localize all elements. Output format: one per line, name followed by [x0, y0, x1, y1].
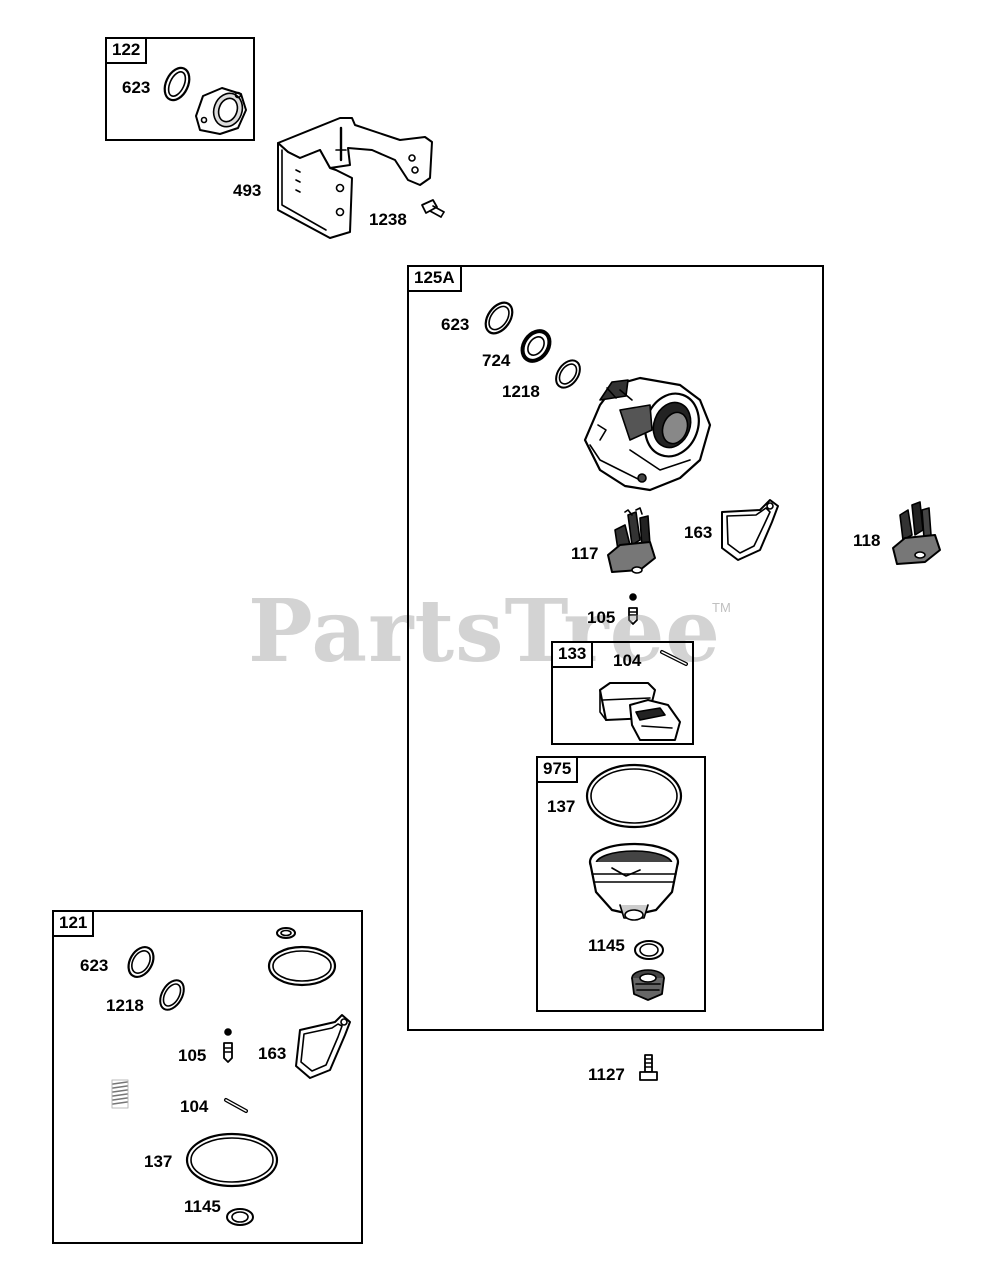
- needle-105-box125a-drawing: [628, 593, 638, 625]
- callout-493[interactable]: 493: [233, 181, 262, 200]
- fuel-valve-117-drawing: [607, 507, 656, 574]
- callout-1218-box125a[interactable]: 1218: [502, 382, 540, 401]
- oring-1218-box121-drawing: [159, 979, 185, 1011]
- callout-118[interactable]: 118: [853, 531, 881, 550]
- group-box-122: 122: [105, 37, 255, 141]
- needle-105-box121-drawing: [223, 1028, 233, 1063]
- group-box-125a: 125A: [407, 265, 824, 1031]
- float-bowl-drawing: [588, 842, 680, 921]
- seal-724-drawing: [520, 329, 552, 363]
- float-133-drawing: [599, 682, 681, 741]
- callout-105-box121[interactable]: 105: [178, 1046, 207, 1065]
- oring-623-top-drawing: [163, 66, 191, 102]
- group-box-975: 975: [536, 756, 706, 1012]
- callout-1127[interactable]: 1127: [588, 1065, 625, 1084]
- callout-1218-box121[interactable]: 1218: [106, 996, 144, 1015]
- callout-104-box121[interactable]: 104: [180, 1097, 209, 1116]
- callout-163-box125a[interactable]: 163: [684, 523, 713, 542]
- oring-623-box125a-drawing: [484, 301, 514, 335]
- group-box-121-tag: 121: [54, 912, 95, 937]
- pin-104-box121-drawing: [224, 1098, 248, 1113]
- callout-623-box121[interactable]: 623: [80, 956, 109, 975]
- watermark-trademark: TM: [712, 600, 731, 615]
- oring-137-box975-drawing: [585, 763, 683, 829]
- gasket-163-box125a-drawing: [721, 499, 779, 561]
- gasket-163-box121-drawing: [295, 1014, 351, 1079]
- callout-137-box975[interactable]: 137: [547, 797, 576, 816]
- bolt-1127-drawing: [639, 1054, 658, 1081]
- control-bracket-493-drawing: [277, 117, 433, 239]
- intake-elbow-drawing: [195, 87, 247, 135]
- spring-box121-drawing: [111, 1079, 129, 1109]
- group-box-133: 133: [551, 641, 694, 745]
- group-box-133-tag: 133: [553, 643, 594, 668]
- oring-1218-box125a-drawing: [555, 359, 581, 389]
- washer-1145-box975-drawing: [634, 940, 664, 960]
- group-box-122-tag: 122: [107, 39, 148, 64]
- callout-104-box133[interactable]: 104: [613, 651, 642, 670]
- group-box-975-tag: 975: [538, 758, 579, 783]
- bowl-nut-drawing: [631, 969, 665, 1001]
- callout-1238[interactable]: 1238: [369, 210, 407, 229]
- bolt-1238-drawing: [421, 199, 445, 218]
- carburetor-body-drawing: [583, 376, 712, 492]
- fuel-valve-118-drawing: [892, 501, 941, 565]
- callout-105-box125a[interactable]: 105: [587, 608, 616, 627]
- washer-1145-box121-drawing: [226, 1208, 254, 1226]
- oring-623-box121-drawing: [127, 945, 155, 979]
- callout-137-box121[interactable]: 137: [144, 1152, 173, 1171]
- small-oring-box121-drawing: [276, 927, 296, 939]
- group-box-125a-tag: 125A: [409, 267, 462, 292]
- callout-623-box122[interactable]: 623: [122, 78, 151, 97]
- pin-104-box133-drawing: [660, 650, 688, 666]
- oring-137-box121-drawing: [185, 1132, 279, 1188]
- callout-1145-box975[interactable]: 1145: [588, 936, 625, 955]
- callout-724[interactable]: 724: [482, 351, 511, 370]
- callout-163-box121[interactable]: 163: [258, 1044, 287, 1063]
- large-oring-box121-drawing: [267, 945, 337, 987]
- callout-623-box125a[interactable]: 623: [441, 315, 470, 334]
- callout-117[interactable]: 117: [571, 544, 599, 563]
- callout-1145-box121[interactable]: 1145: [184, 1197, 221, 1216]
- group-box-121: 121: [52, 910, 363, 1244]
